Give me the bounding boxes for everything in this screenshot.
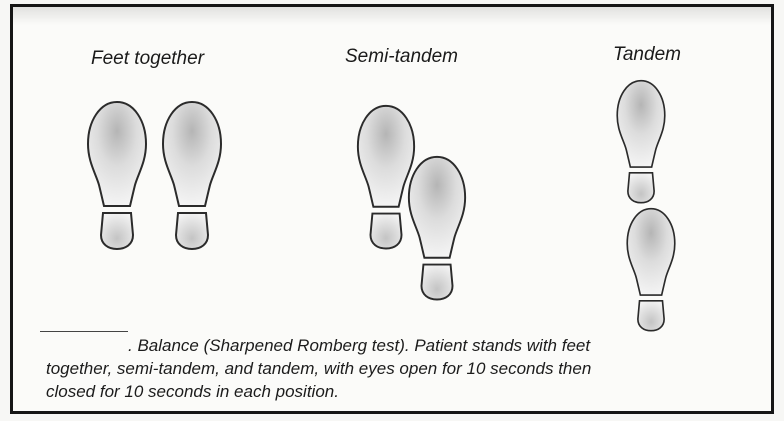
footprint-semi-tandem-left [358,106,414,249]
figure-caption: . Balance (Sharpened Romberg test). Pati… [46,334,758,403]
caption-line-1: . Balance (Sharpened Romberg test). Pati… [46,334,758,357]
figure-number-blank [40,331,128,332]
caption-line-3: closed for 10 seconds in each position. [46,380,758,403]
footprint-tandem-front [617,81,665,203]
footprint-tandem-back [627,209,675,331]
footprint-feet-together-left [88,102,146,249]
caption-line-2: together, semi-tandem, and tandem, with … [46,357,758,380]
footprint-feet-together-right [163,102,221,249]
footprint-semi-tandem-right [409,157,465,300]
